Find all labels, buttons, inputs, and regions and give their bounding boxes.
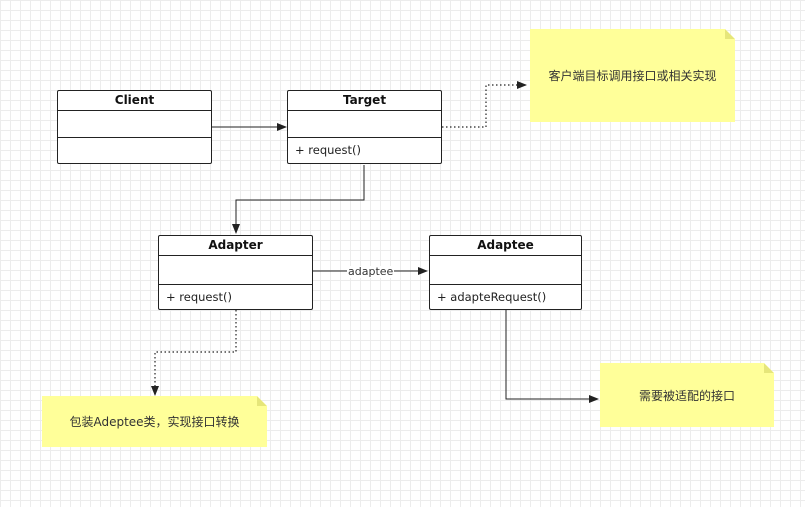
adapter-note-link <box>151 310 237 396</box>
adaptee-class-name: Adaptee <box>430 236 581 256</box>
client-class[interactable]: Client <box>57 90 212 164</box>
adapter-note[interactable]: 包装Adeptee类，实现接口转换 <box>42 396 267 447</box>
adaptee-class[interactable]: Adaptee + adapteRequest() <box>429 235 582 310</box>
target-note-link <box>442 81 527 128</box>
adaptee-operation: + adapteRequest() <box>437 290 547 304</box>
note-fold-icon <box>725 29 735 39</box>
client-attributes <box>58 111 211 138</box>
note-fold-icon <box>764 363 774 373</box>
target-class[interactable]: Target + request() <box>287 90 442 164</box>
target-operation: + request() <box>295 143 361 157</box>
adapter-attributes <box>159 256 312 285</box>
adaptee-note-link <box>505 310 599 403</box>
client-class-name: Client <box>58 91 211 111</box>
target-note-text: 客户端目标调用接口或相关实现 <box>548 69 717 83</box>
target-attributes <box>288 111 441 138</box>
adaptee-note-text: 需要被适配的接口 <box>638 388 735 403</box>
adaptee-attributes <box>430 256 581 285</box>
client-operations <box>58 138 211 163</box>
target-class-name: Target <box>288 91 441 111</box>
target-note[interactable]: 客户端目标调用接口或相关实现 <box>530 29 735 122</box>
adaptee-edge-label: adaptee <box>347 265 395 278</box>
adapter-note-text: 包装Adeptee类，实现接口转换 <box>69 415 240 429</box>
note-fold-icon <box>257 396 267 406</box>
adaptee-note[interactable]: 需要被适配的接口 <box>600 363 774 427</box>
adapter-class[interactable]: Adapter + request() <box>158 235 313 310</box>
target-adapter-inheritance <box>232 165 365 234</box>
adapter-operation: + request() <box>166 290 232 304</box>
adapter-class-name: Adapter <box>159 236 312 256</box>
